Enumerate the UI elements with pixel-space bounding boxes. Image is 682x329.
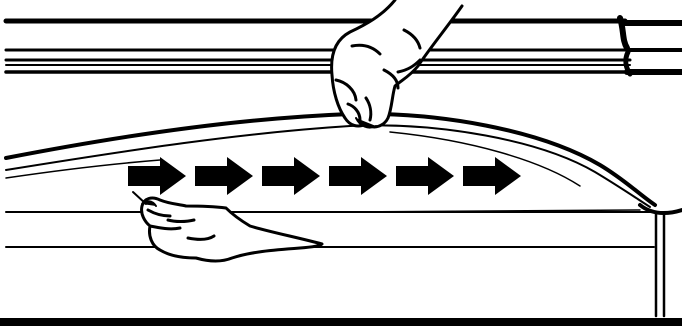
arrow-icon: [396, 157, 454, 195]
arrow-icon: [463, 157, 521, 195]
lower-rails: [0, 210, 682, 322]
curved-strip: [6, 114, 655, 207]
fingers-icon: [133, 192, 322, 261]
arrow-icon: [262, 157, 320, 195]
direction-arrows: [128, 157, 521, 195]
arrow-icon: [195, 157, 253, 195]
arrow-icon: [329, 157, 387, 195]
corner-post: [620, 18, 682, 316]
